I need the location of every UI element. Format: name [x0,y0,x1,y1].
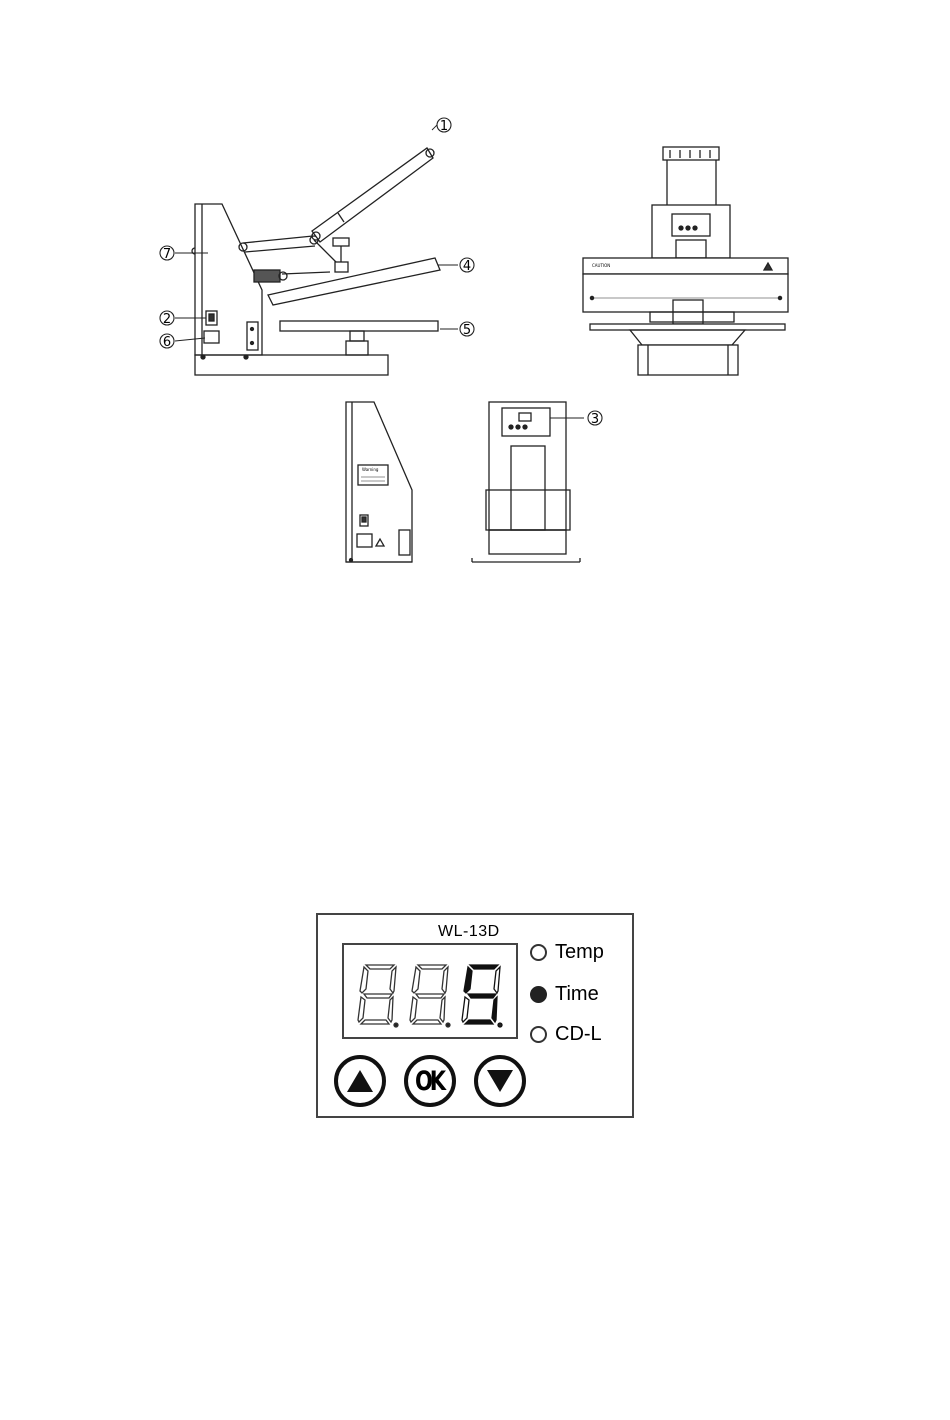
side-base [195,355,388,375]
callout-6: 6 [160,334,174,350]
indicator-time-label: Time [555,983,599,1006]
indicator-cdl: CD-L [530,1022,602,1046]
svg-text:5: 5 [463,323,471,338]
pressure-knob[interactable] [333,238,349,272]
model-label: WL-13D [438,923,500,941]
temp-led-icon [530,944,547,961]
digit-2 [410,965,450,1027]
svg-text:7: 7 [163,247,171,262]
indicator-temp-label: Temp [555,941,604,964]
digit-3 [462,965,502,1027]
triangle-down-icon [485,1068,515,1094]
callout-4: 4 [460,258,474,274]
triangle-up-icon [345,1068,375,1094]
indicator-temp: Temp [530,940,604,964]
control-panel: WL-13D [316,913,634,1118]
indicator-cdl-label: CD-L [555,1023,602,1046]
rear-view [472,402,580,562]
ok-button[interactable]: OK [404,1055,456,1107]
time-led-icon [530,986,547,1003]
svg-text:4: 4 [463,259,471,274]
svg-text:2: 2 [163,312,171,327]
handle[interactable] [312,148,434,242]
display-digits [344,945,516,1037]
small-side-view: Warning [346,402,412,562]
callout-5: 5 [460,322,474,338]
callout-2: 2 [160,311,174,327]
down-button[interactable] [474,1055,526,1107]
callout-3: 3 [588,411,602,427]
side-body [195,204,262,355]
side-view [192,148,440,375]
up-button[interactable] [334,1055,386,1107]
front-caution-text: CAUTION [592,263,610,268]
power-socket [204,331,219,343]
rear-control-box [502,408,550,436]
callout-1: 1 [437,118,451,134]
lower-platen [280,321,438,331]
indicator-time: Time [530,982,599,1006]
upper-heat-plate [268,258,440,305]
front-caution-plate [583,258,788,274]
svg-text:Warning: Warning [362,467,379,472]
svg-text:6: 6 [163,335,171,350]
callout-7: 7 [160,246,174,262]
ok-button-label: OK [415,1066,443,1097]
digit-1 [358,965,398,1027]
heat-press-diagram: 1 7 2 6 4 5 3 CA [0,0,950,600]
svg-text:3: 3 [591,412,599,427]
seven-segment-display [342,943,518,1039]
svg-text:1: 1 [440,119,448,134]
front-view: CAUTION [583,147,788,375]
cdl-led-icon [530,1026,547,1043]
